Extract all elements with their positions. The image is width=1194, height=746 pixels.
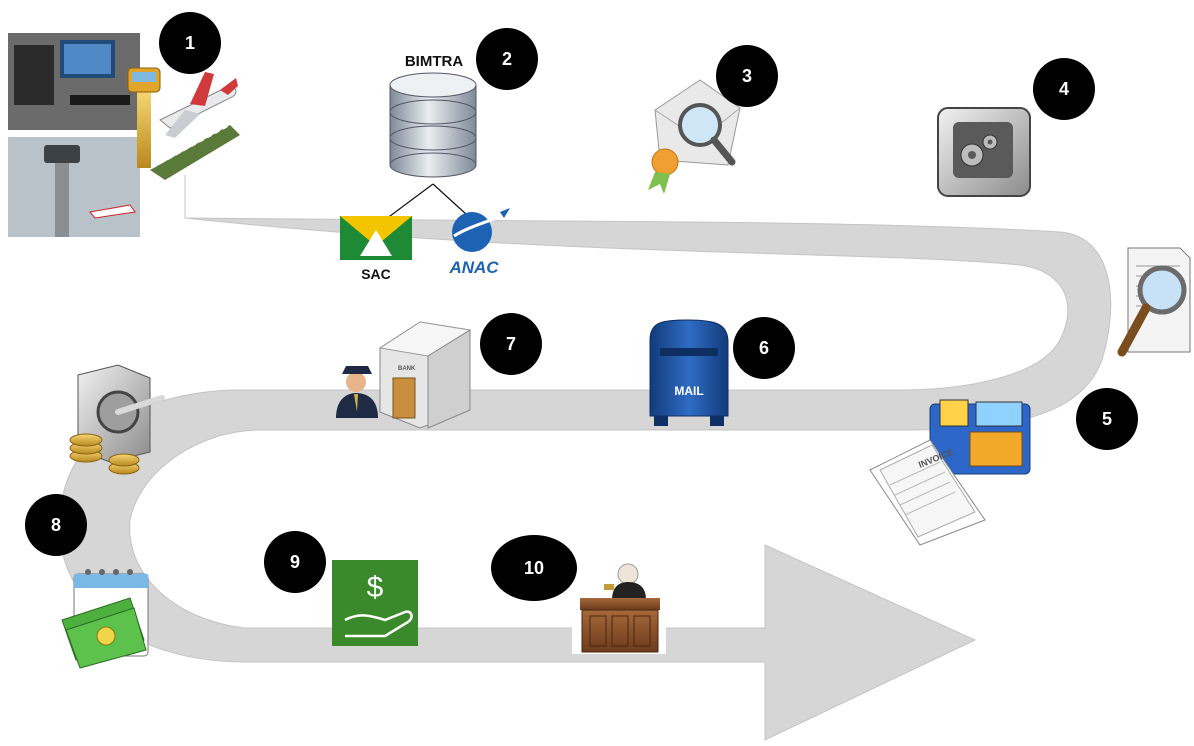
step-badge-2: 2 — [476, 28, 538, 90]
svg-text:ANAC: ANAC — [448, 258, 499, 277]
svg-text:MAIL: MAIL — [674, 384, 703, 398]
sac-logo: SAC — [340, 216, 412, 282]
step-badge-4: 4 — [1033, 58, 1095, 120]
invoice-paper: INVOICE — [869, 439, 986, 546]
database-icon — [389, 72, 477, 178]
hand-dollar-icon: $ — [332, 560, 418, 646]
svg-text:10: 10 — [524, 558, 544, 578]
step-badge-5: 5 — [1076, 388, 1138, 450]
calendar-money-icon — [61, 569, 149, 669]
svg-text:9: 9 — [290, 552, 300, 572]
bank-officer-icon: BANK — [336, 321, 472, 429]
database-label: BIMTRA — [405, 53, 463, 70]
svg-text:2: 2 — [502, 49, 512, 69]
mailbox-icon: MAIL — [649, 319, 729, 426]
svg-text:$: $ — [367, 571, 384, 604]
step2-illustration: BIMTRA SAC ANAC — [340, 53, 510, 282]
gear-safe-icon — [937, 107, 1031, 197]
svg-text:BANK: BANK — [398, 366, 416, 372]
step1-illustration — [8, 33, 240, 237]
svg-text:1: 1 — [185, 33, 195, 53]
step-badge-6: 6 — [733, 317, 795, 379]
step-badge-10: 10 — [491, 535, 577, 601]
anac-logo: ANAC — [448, 208, 510, 277]
svg-text:7: 7 — [506, 334, 516, 354]
road-path — [59, 175, 1112, 741]
envelope-magnifier-icon — [648, 79, 741, 194]
step-badge-1: 1 — [159, 12, 221, 74]
judge-court-icon — [572, 563, 666, 654]
vault-coins-icon — [69, 364, 165, 475]
svg-text:SAC: SAC — [361, 266, 391, 282]
svg-text:5: 5 — [1102, 409, 1112, 429]
control-tower-airplane-icon — [127, 67, 240, 180]
step-badge-9: 9 — [264, 531, 326, 593]
step-badge-8: 8 — [25, 494, 87, 556]
svg-text:6: 6 — [759, 338, 769, 358]
step-badge-7: 7 — [480, 313, 542, 375]
document-search-icon — [1117, 247, 1191, 357]
step-badge-3: 3 — [716, 45, 778, 107]
cash-register-invoice-icon: INVOICE — [869, 399, 1031, 546]
svg-text:3: 3 — [742, 66, 752, 86]
svg-text:4: 4 — [1059, 79, 1069, 99]
svg-text:8: 8 — [51, 515, 61, 535]
